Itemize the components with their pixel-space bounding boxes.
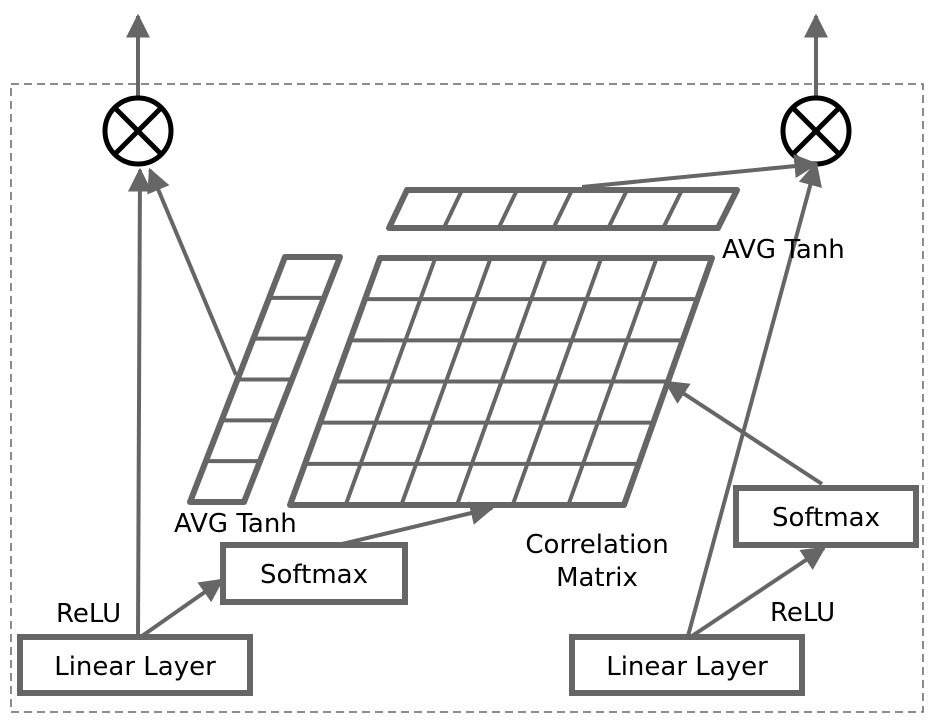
- right-softmax-label: Softmax: [772, 503, 880, 533]
- left-linear-layer-box: [17, 634, 253, 696]
- right-multiply-node: [780, 95, 852, 167]
- row-vector-col-line: [441, 188, 464, 230]
- column-attention-vector: [187, 254, 343, 505]
- matrix-col-line: [510, 256, 604, 507]
- row-attention-vector: [386, 187, 740, 231]
- left-softmax-label: Softmax: [260, 560, 368, 590]
- right-linear-to-softmax-arrow: [690, 546, 826, 638]
- module-boundary: [10, 83, 924, 713]
- right-linear-layer-label: Linear Layer: [606, 652, 768, 682]
- left-linear-to-multiply-arrow: [127, 167, 152, 637]
- correlation-matrix-label-line1: Correlation: [525, 530, 668, 560]
- correlation-matrix: [287, 255, 715, 508]
- left-multiply-node: [102, 95, 174, 167]
- row-vector-to-right-multiply-arrow: [581, 154, 819, 189]
- matrix-col-line: [399, 256, 493, 507]
- right-linear-layer-box: [569, 634, 805, 696]
- right-avg-tanh-label: AVG Tanh: [722, 235, 845, 265]
- col-vector-to-left-multiply-arrow: [147, 167, 238, 376]
- left-relu-label: ReLU: [56, 599, 121, 629]
- left-softmax-to-matrix-arrow: [337, 501, 495, 547]
- matrix-col-line: [455, 256, 548, 507]
- left-avg-tanh-label: AVG Tanh: [174, 509, 297, 539]
- row-vector-col-line: [496, 188, 519, 230]
- row-vector-col-line: [661, 188, 684, 230]
- row-vector-col-line: [606, 188, 629, 230]
- right-softmax-box: [733, 485, 919, 548]
- left-linear-to-softmax-arrow: [140, 578, 224, 638]
- matrix-col-line: [566, 256, 659, 507]
- left-linear-layer-label: Linear Layer: [54, 652, 216, 682]
- correlation-matrix-label-line2: Matrix: [556, 563, 638, 593]
- matrix-col-line: [343, 256, 438, 507]
- left-softmax-box: [220, 542, 408, 605]
- right-linear-to-multiply-arrow: [686, 161, 822, 637]
- right-relu-label: ReLU: [770, 598, 835, 628]
- row-vector-col-line: [551, 188, 574, 230]
- right-softmax-to-matrix-arrow: [663, 380, 824, 486]
